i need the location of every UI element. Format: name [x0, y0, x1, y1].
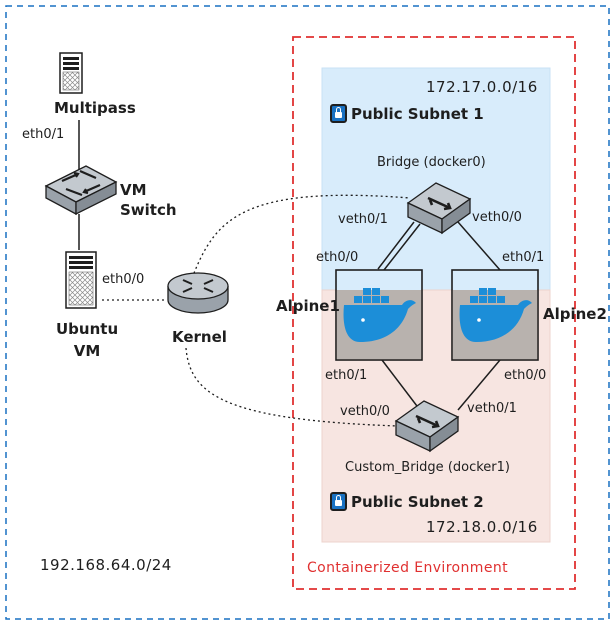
alpine2-label: Alpine2	[543, 305, 607, 323]
kernel-router-icon	[167, 272, 229, 314]
subnet-1-title: Public Subnet 1	[330, 104, 484, 123]
multipass-label: Multipass	[54, 99, 136, 117]
link-kernel-bridge	[191, 194, 411, 279]
containerized-environment-boundary	[292, 36, 576, 590]
custom-veth-right-label: veth0/1	[467, 401, 517, 416]
vm-switch-label: VM Switch	[120, 181, 177, 219]
subnet-1-area	[321, 67, 551, 291]
host-network-cidr: 192.168.64.0/24	[40, 556, 172, 574]
subnet-2-cidr: 172.18.0.0/16	[426, 518, 538, 536]
custom-bridge-docker1-label: Custom_Bridge (docker1)	[345, 460, 510, 475]
link-alpine2-custom-bridge	[457, 359, 501, 411]
link-bridge-alpine1	[377, 221, 421, 271]
lock-icon	[330, 104, 347, 123]
ubuntu-vm-server-icon	[65, 251, 97, 309]
lock-icon	[330, 492, 347, 511]
custom-bridge-docker1-switch-icon	[394, 400, 460, 453]
link-kernel-custom-bridge	[185, 347, 399, 427]
alpine1-bottom-eth-label: eth0/1	[325, 368, 368, 383]
alpine2-bottom-eth-label: eth0/0	[504, 368, 547, 383]
subnet-1-name: Public Subnet 1	[351, 105, 484, 123]
ubuntu-vm-label: Ubuntu VM	[56, 320, 119, 360]
kernel-label: Kernel	[172, 328, 227, 346]
ubuntu-eth-label: eth0/0	[102, 272, 145, 287]
alpine1-docker-icon	[335, 269, 423, 361]
containerized-environment-label: Containerized Environment	[307, 560, 508, 576]
alpine1-label: Alpine1	[276, 297, 340, 315]
bridge-veth-right-label: veth0/0	[472, 210, 522, 225]
subnet-2-title: Public Subnet 2	[330, 492, 484, 511]
custom-veth-left-label: veth0/0	[340, 404, 390, 419]
subnet-1-cidr: 172.17.0.0/16	[426, 78, 538, 96]
host-boundary	[5, 5, 610, 620]
bridge-docker0-switch-icon	[406, 182, 472, 235]
subnet-2-name: Public Subnet 2	[351, 493, 484, 511]
alpine2-docker-icon	[451, 269, 539, 361]
vm-switch-icon	[44, 165, 118, 216]
multipass-eth-label: eth0/1	[22, 127, 65, 142]
multipass-server-icon	[59, 52, 83, 94]
link-bridge-alpine2	[457, 221, 501, 271]
bridge-veth-left-label: veth0/1	[338, 212, 388, 227]
bridge-docker0-label: Bridge (docker0)	[377, 155, 486, 170]
alpine2-top-eth-label: eth0/1	[502, 250, 545, 265]
link-alpine1-custom-bridge	[381, 359, 421, 411]
alpine1-top-eth-label: eth0/0	[316, 250, 359, 265]
